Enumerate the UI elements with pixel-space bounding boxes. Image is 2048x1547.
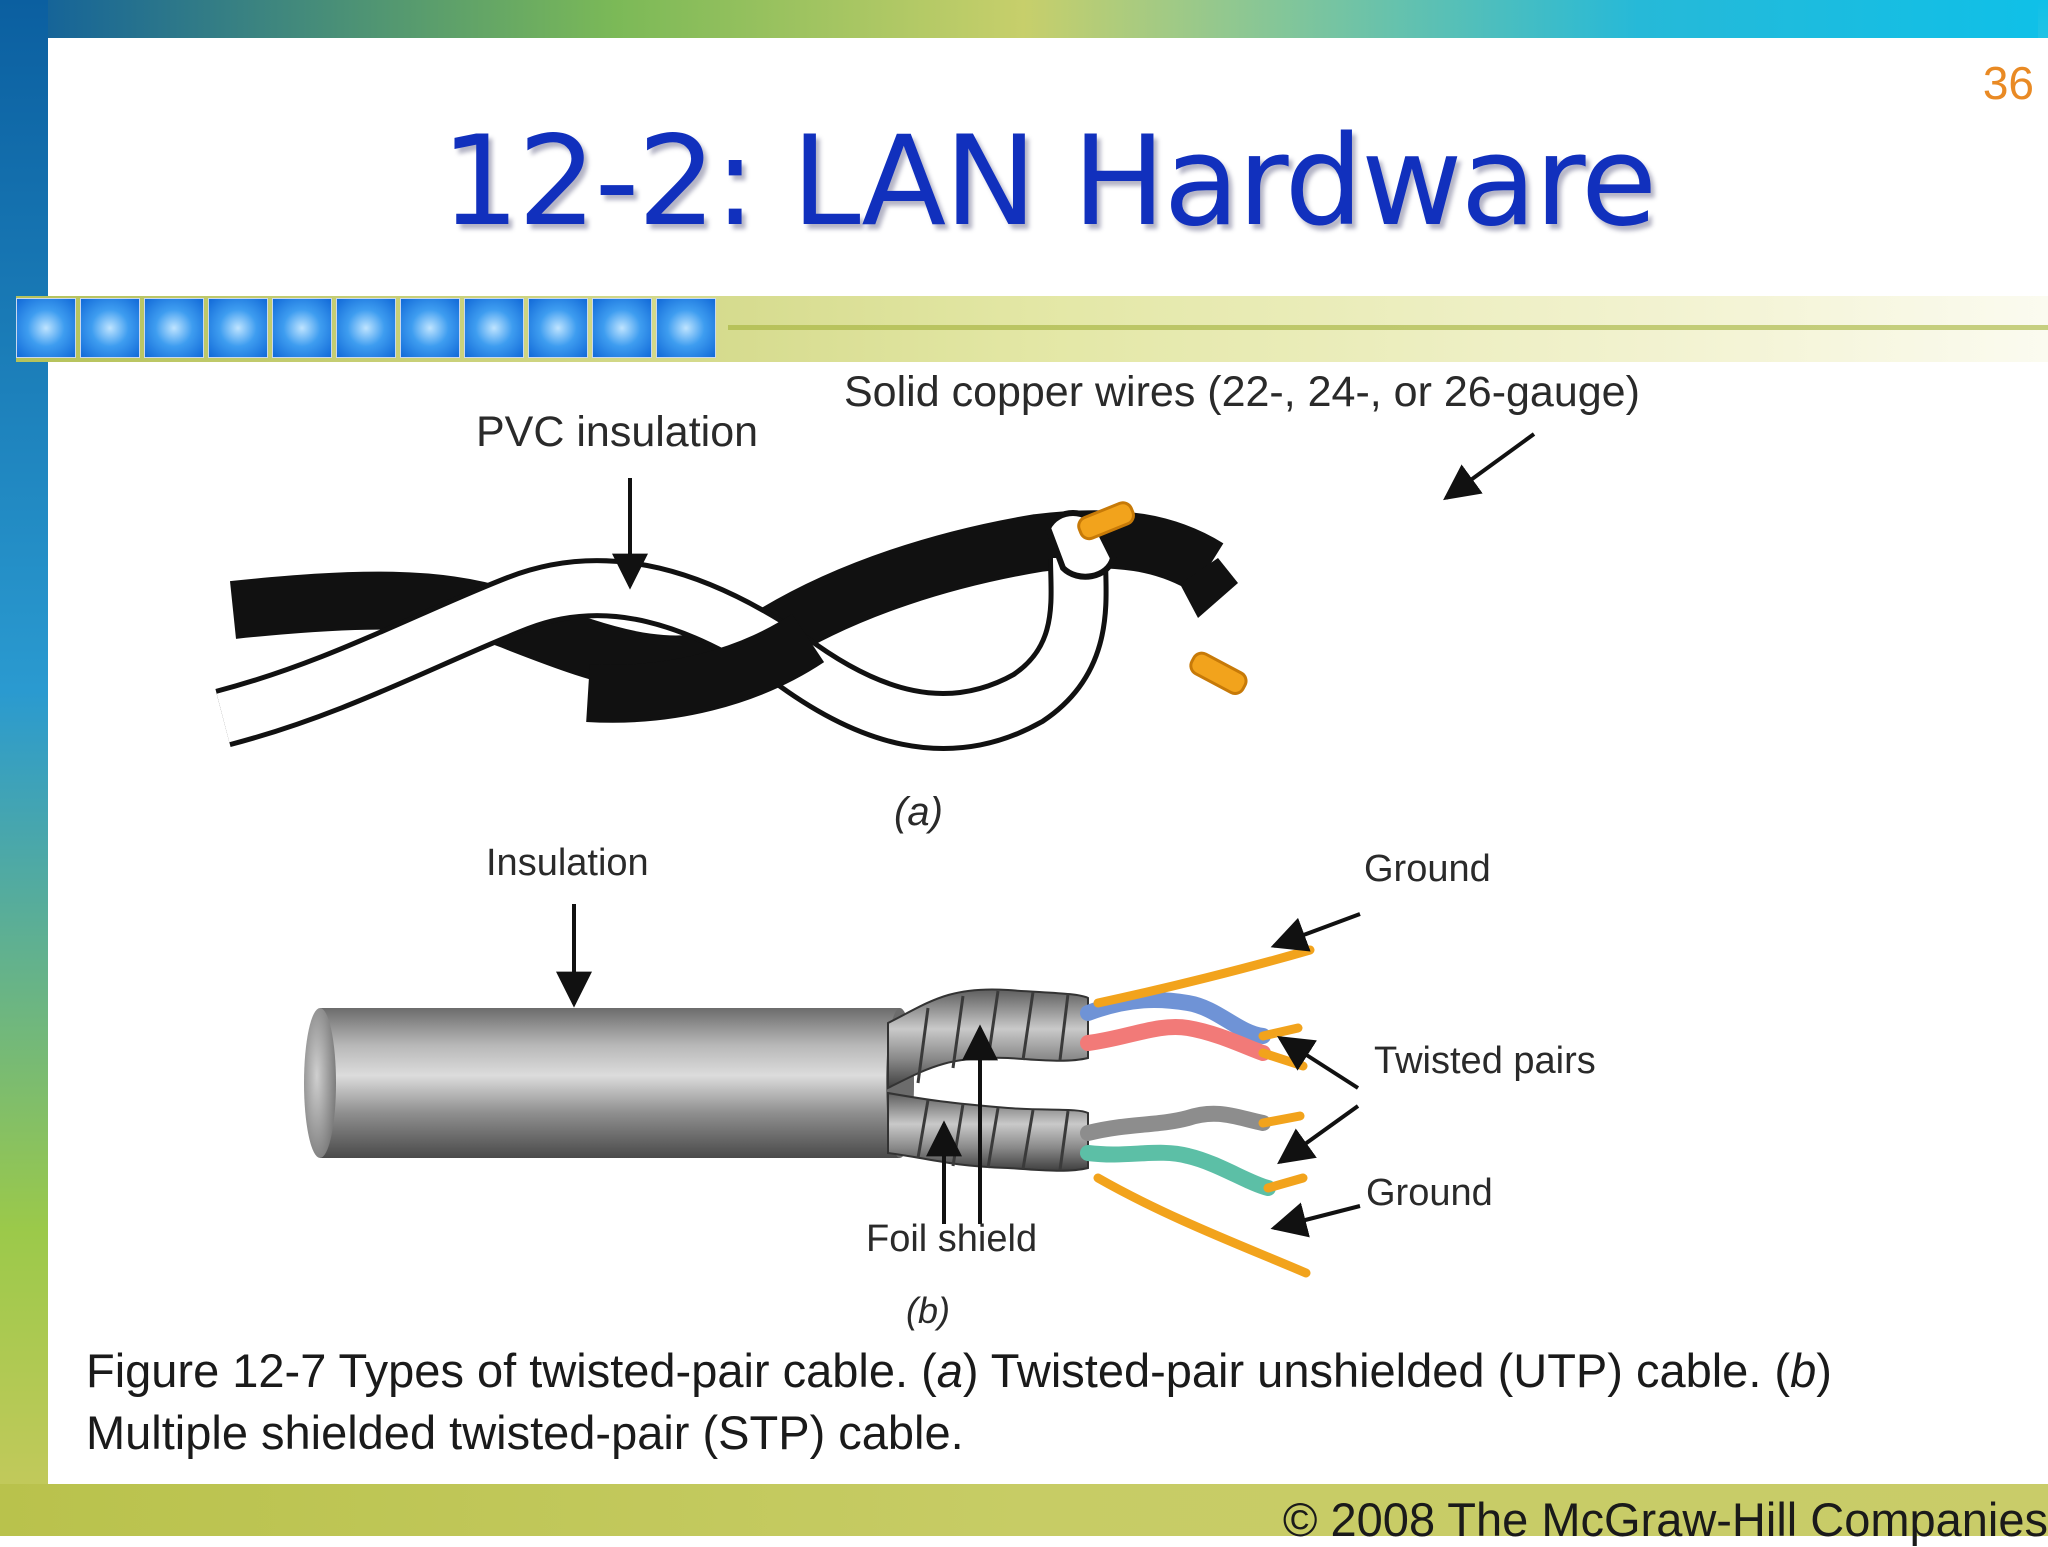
decorative-square — [336, 298, 396, 358]
label-foil-shield: Foil shield — [866, 1218, 1038, 1260]
slide-frame-top — [0, 0, 2048, 38]
arrow-twisted-pair-1 — [1276, 1036, 1360, 1090]
figure-caption: Figure 12-7 Types of twisted-pair cable.… — [86, 1340, 2036, 1464]
page-number: 36 — [1982, 57, 2034, 109]
label-solid-copper-wires: Solid copper wires (22-, 24-, or 26-gaug… — [844, 368, 1640, 416]
figure-caption-line-2: Multiple shielded twisted-pair (STP) cab… — [86, 1406, 964, 1459]
figure-caption-line-1: Figure 12-7 Types of twisted-pair cable.… — [86, 1340, 2036, 1402]
decorative-square — [272, 298, 332, 358]
decorative-square — [16, 298, 76, 358]
decorative-square — [528, 298, 588, 358]
caption-italic-a: a — [936, 1344, 963, 1397]
decorative-square — [592, 298, 652, 358]
decorative-square — [144, 298, 204, 358]
stp-cable — [304, 945, 1315, 1278]
arrow-twisted-pair-2 — [1277, 1104, 1360, 1165]
decorative-squares — [16, 298, 716, 358]
utp-cable — [215, 501, 1248, 751]
slide-title: 12-2: LAN Hardware — [440, 110, 1657, 254]
caption-text: Figure 12-7 Types of twisted-pair cable.… — [86, 1344, 937, 1397]
caption-text: ) Twisted-pair unshielded (UTP) cable. ( — [962, 1344, 1791, 1397]
decorative-square — [464, 298, 524, 358]
slide-frame-left — [0, 0, 48, 1536]
figure-b-caption: (b) — [906, 1290, 951, 1331]
caption-italic-b: b — [1790, 1344, 1817, 1397]
decorative-square — [80, 298, 140, 358]
slide-canvas: 36 12-2: LAN Hardware — [16, 38, 2048, 1546]
figure-b-letter: b — [918, 1290, 939, 1331]
label-pvc-insulation: PVC insulation — [476, 408, 759, 456]
label-twisted-pairs: Twisted pairs — [1374, 1040, 1596, 1082]
label-ground-top: Ground — [1364, 848, 1491, 890]
arrow-ground-top — [1270, 912, 1361, 952]
label-ground-bottom: Ground — [1366, 1172, 1493, 1214]
arrow-ground-bottom — [1270, 1202, 1361, 1238]
twisted-pair-illustration — [215, 432, 1536, 1278]
title-divider-line — [728, 325, 2048, 330]
figure-a-caption: (a) — [894, 790, 943, 834]
decorative-square — [208, 298, 268, 358]
arrow-copper — [1443, 432, 1536, 501]
label-insulation: Insulation — [486, 842, 649, 884]
slide-frame-bottom — [0, 1484, 2048, 1536]
copyright-notice: © 2008 The McGraw-Hill Companies — [1282, 1493, 2048, 1546]
figure-a-letter: a — [907, 790, 930, 834]
caption-text: ) — [1816, 1344, 1832, 1397]
decorative-square — [400, 298, 460, 358]
decorative-square — [656, 298, 716, 358]
